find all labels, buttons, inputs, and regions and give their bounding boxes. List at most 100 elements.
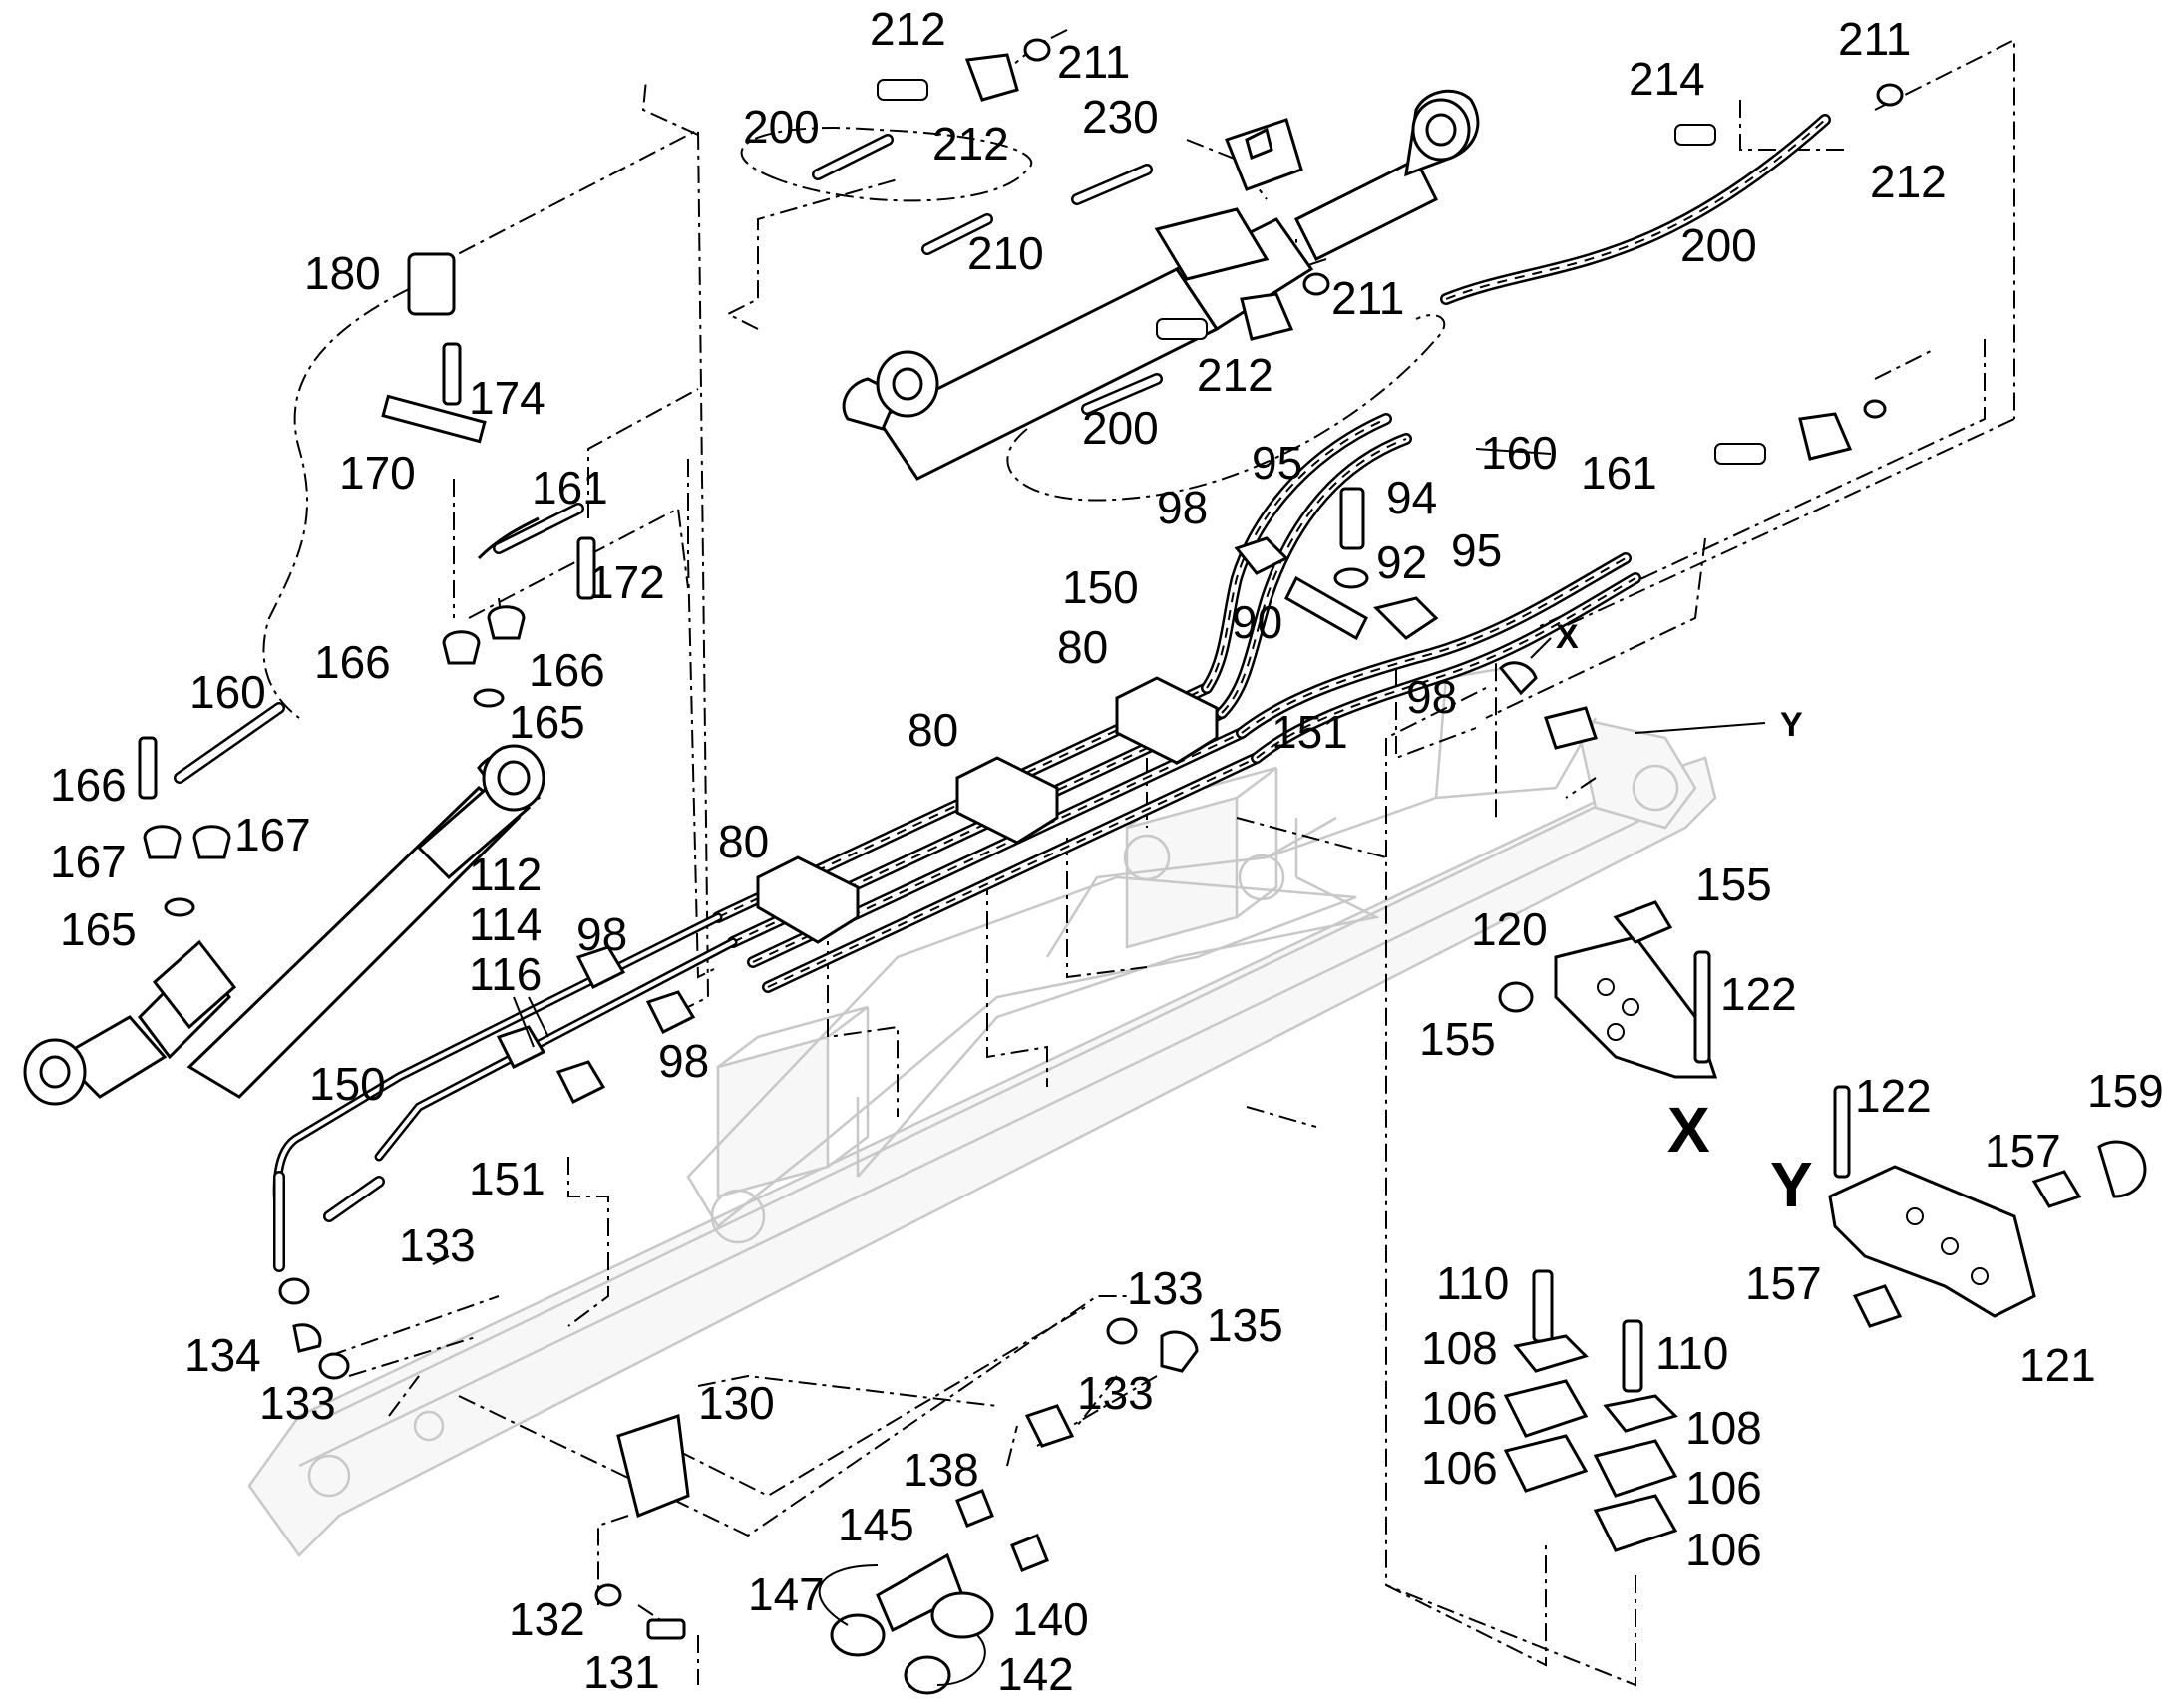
label-211b: 211 bbox=[1331, 272, 1404, 324]
label-134: 134 bbox=[184, 1329, 261, 1381]
label-138: 138 bbox=[903, 1444, 979, 1496]
lines-150-151 bbox=[272, 912, 738, 1272]
label-108a: 108 bbox=[1421, 1322, 1498, 1374]
label-114: 114 bbox=[469, 898, 542, 950]
label-167b: 167 bbox=[50, 836, 127, 887]
label-122b: 122 bbox=[1855, 1070, 1932, 1122]
label-166c: 166 bbox=[50, 759, 127, 811]
label-80c: 80 bbox=[718, 816, 769, 867]
marker-x: X bbox=[1556, 618, 1579, 656]
label-130: 130 bbox=[698, 1377, 775, 1429]
tube-bundle bbox=[712, 114, 1831, 993]
clamp-kit bbox=[1503, 1269, 1678, 1552]
label-151a: 151 bbox=[1272, 706, 1348, 758]
upper-cylinder bbox=[842, 89, 1480, 481]
left-cylinder bbox=[23, 744, 545, 1106]
clamp-blocks bbox=[496, 536, 1439, 1105]
boom-ghost bbox=[247, 666, 1717, 1557]
label-161b: 161 bbox=[1581, 447, 1657, 499]
loop-160-left bbox=[262, 288, 410, 719]
label-132: 132 bbox=[509, 1593, 585, 1645]
detail-label-x: X bbox=[1667, 1094, 1710, 1166]
detail-label-y: Y bbox=[1770, 1149, 1813, 1220]
label-106b: 106 bbox=[1421, 1442, 1498, 1494]
label-95a: 95 bbox=[1252, 437, 1302, 489]
label-145: 145 bbox=[838, 1499, 914, 1550]
label-211c: 211 bbox=[1838, 13, 1911, 65]
callout-labels: 212 211 200 212 230 210 211 212 200 214 … bbox=[50, 3, 2164, 1700]
loop-200-top bbox=[740, 127, 1033, 202]
label-121: 121 bbox=[2019, 1339, 2096, 1391]
label-110b: 110 bbox=[1655, 1327, 1728, 1379]
label-106d: 106 bbox=[1685, 1524, 1762, 1575]
label-98a: 98 bbox=[1157, 482, 1208, 533]
label-180: 180 bbox=[304, 247, 381, 299]
label-106c: 106 bbox=[1685, 1462, 1762, 1514]
label-106a: 106 bbox=[1421, 1382, 1498, 1434]
small-parts bbox=[138, 38, 1904, 917]
label-161a: 161 bbox=[532, 462, 608, 513]
label-165b: 165 bbox=[60, 903, 137, 955]
loop-200-mid bbox=[1006, 314, 1446, 502]
label-160a: 160 bbox=[189, 666, 266, 718]
label-80a: 80 bbox=[1057, 621, 1108, 673]
label-92: 92 bbox=[1376, 536, 1427, 588]
assembly-lines bbox=[328, 29, 2015, 1687]
label-80b: 80 bbox=[908, 704, 958, 756]
label-211a: 211 bbox=[1057, 36, 1130, 88]
label-142: 142 bbox=[997, 1648, 1074, 1700]
label-90: 90 bbox=[1232, 596, 1282, 648]
label-172: 172 bbox=[588, 556, 665, 608]
label-120: 120 bbox=[1471, 903, 1548, 955]
label-94: 94 bbox=[1386, 472, 1437, 523]
label-140: 140 bbox=[1012, 1593, 1089, 1645]
label-95b: 95 bbox=[1451, 524, 1502, 576]
label-98d: 98 bbox=[658, 1035, 709, 1087]
label-167a: 167 bbox=[234, 809, 311, 860]
label-157a: 157 bbox=[1985, 1125, 2061, 1177]
label-210: 210 bbox=[967, 227, 1044, 279]
label-165a: 165 bbox=[509, 696, 585, 748]
label-214: 214 bbox=[1629, 53, 1705, 105]
label-135: 135 bbox=[1207, 1299, 1283, 1351]
label-108b: 108 bbox=[1685, 1402, 1762, 1454]
label-212c: 212 bbox=[1197, 349, 1273, 401]
detail-x-bracket bbox=[1498, 900, 1718, 1079]
label-160b: 160 bbox=[1481, 427, 1558, 479]
label-133b: 133 bbox=[259, 1377, 336, 1429]
label-200a: 200 bbox=[743, 101, 820, 153]
label-212b: 212 bbox=[932, 118, 1009, 170]
label-98b: 98 bbox=[1406, 671, 1457, 723]
label-155a: 155 bbox=[1695, 858, 1772, 910]
detail-y-bracket bbox=[1828, 1085, 2147, 1328]
label-150a: 150 bbox=[1062, 561, 1139, 613]
label-147: 147 bbox=[748, 1568, 825, 1620]
label-230: 230 bbox=[1082, 91, 1159, 143]
label-122a: 122 bbox=[1720, 968, 1797, 1020]
label-200b: 200 bbox=[1082, 402, 1159, 454]
label-155b: 155 bbox=[1419, 1013, 1496, 1065]
label-110a: 110 bbox=[1436, 1257, 1509, 1309]
label-133c: 133 bbox=[1127, 1262, 1204, 1314]
label-150b: 150 bbox=[309, 1058, 386, 1110]
label-116: 116 bbox=[469, 948, 542, 1000]
label-133a: 133 bbox=[399, 1219, 476, 1271]
label-98c: 98 bbox=[576, 908, 627, 960]
marker-y: Y bbox=[1780, 706, 1803, 744]
label-174: 174 bbox=[469, 372, 545, 424]
label-166a: 166 bbox=[314, 636, 391, 688]
label-200c: 200 bbox=[1680, 219, 1757, 271]
label-166b: 166 bbox=[529, 644, 605, 696]
label-212a: 212 bbox=[870, 3, 946, 55]
label-131: 131 bbox=[583, 1646, 660, 1698]
label-212d: 212 bbox=[1870, 156, 1947, 207]
bottom-fittings bbox=[278, 1277, 1199, 1695]
label-157b: 157 bbox=[1745, 1257, 1822, 1309]
leaders bbox=[513, 448, 1766, 1048]
label-133d: 133 bbox=[1077, 1367, 1154, 1419]
label-159: 159 bbox=[2087, 1065, 2164, 1117]
label-151b: 151 bbox=[469, 1153, 545, 1204]
label-170: 170 bbox=[339, 447, 416, 499]
label-112: 112 bbox=[469, 849, 542, 900]
